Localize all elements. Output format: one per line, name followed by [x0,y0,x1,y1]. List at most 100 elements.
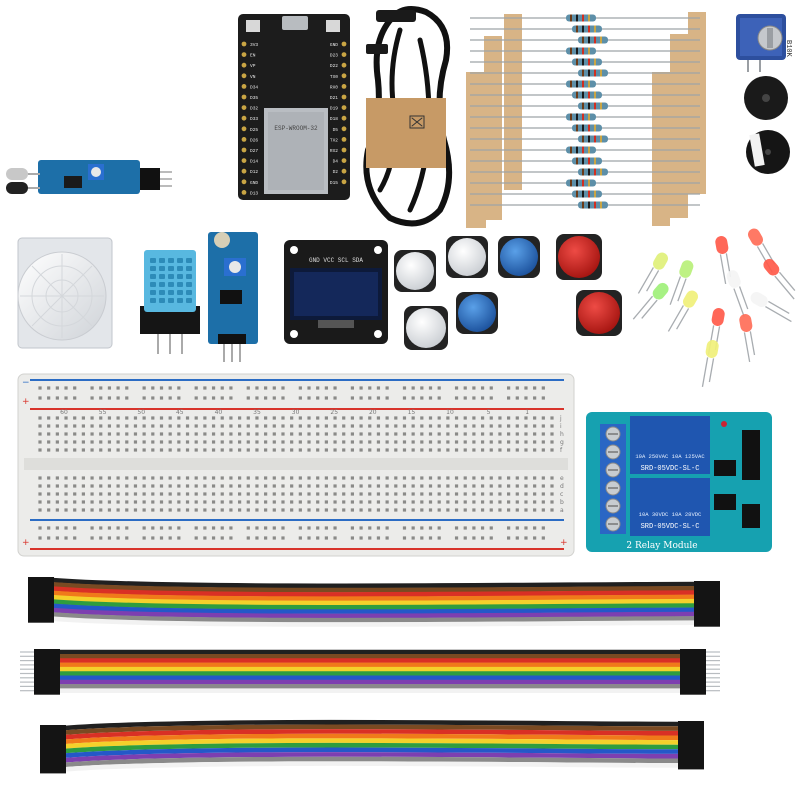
esp32-pin-label: D13 [250,190,258,196]
led [701,340,719,388]
wire-connector [678,762,704,770]
paper-tape-strip [504,14,522,190]
button-cap-red [578,292,620,334]
jumper-wire [51,590,697,601]
column-number: 40 [215,409,223,416]
wire-connector [694,589,720,597]
esp32-pin-label: RX0 [330,84,338,90]
rail-minus-sign: − [22,378,30,388]
wire-connector [678,734,704,742]
esp32-pin-label: D25 [250,127,258,133]
led [637,252,668,294]
led [669,260,694,305]
column-number: 55 [99,409,107,416]
esp32-pin-label: D19 [330,106,338,112]
wire-connector [34,670,60,678]
column-number: 15 [408,409,416,416]
usb-cable-coil [363,6,453,227]
led [750,292,792,323]
button-cap-white [406,308,446,348]
jumper-wires-female-female [28,577,720,627]
wire-connector [28,607,54,615]
esp32-pin-label: D14 [250,159,258,165]
relay-header-pins [742,430,760,480]
rail-plus-sign: + [560,538,568,548]
wire-connector [680,670,706,678]
assorted-leds [632,228,796,388]
wire-connector [680,674,706,682]
breadboard-center-channel [24,458,568,470]
wire-connector [34,679,60,687]
wire-connector [34,661,60,669]
esp32-pin-label: D5 [333,127,339,133]
boot-button [246,20,260,32]
wire-connector [680,687,706,695]
wire-connector [678,730,704,738]
wire-connector [40,729,66,737]
jumper-wire [63,747,681,758]
relay-module-label: 2 Relay Module [626,541,697,551]
wire-connector [28,581,54,589]
column-number: 25 [330,409,338,416]
wire-connector [694,585,720,593]
jumper-wire [63,719,681,731]
esp32-pin-label: RX2 [330,148,338,154]
jumper-wire [63,724,681,735]
jumper-wire [51,586,697,597]
wire-connector [694,602,720,610]
esp32-chip-label: ESP-WROOM-32 [274,125,318,132]
passive-buzzer [744,76,788,120]
esp32-pin-label: D23 [330,53,338,59]
wire-connector [34,653,60,661]
jumper-wire [63,742,681,754]
jumper-wire [51,582,697,593]
relay-2 [630,478,710,536]
wire-connector [680,657,706,665]
wire-connector [34,674,60,682]
active-buzzer [746,130,790,174]
esp32-pin-label: D12 [250,169,258,175]
wire-connector [694,606,720,614]
rail-plus-sign: + [22,538,30,548]
wire-connector [694,611,720,619]
button-cap-white [448,238,486,276]
jumper-wire [51,612,697,623]
esp32-pin-label: D34 [250,84,258,90]
esp32-pin-label: VN [250,74,256,80]
button-cap-blue [458,294,496,332]
wire-connector [34,649,60,656]
micro-usb-plug [366,44,388,54]
wire-connector [694,619,720,627]
jumper-wire [63,761,681,772]
jumper-wire [51,594,697,606]
row-letter: c [560,491,563,498]
screw-terminal-block [600,424,626,534]
esp32-pin-label: D4 [333,159,339,165]
esp32-pin-label: VP [250,63,256,69]
led [632,282,669,320]
wire-connector [40,734,66,742]
wire-connector [28,611,54,619]
jumper-wire [51,603,697,614]
esp32-pin-label: D32 [250,106,258,112]
esp32-pin-label: D35 [250,95,258,101]
wire-connector [40,766,66,774]
column-number: 35 [253,409,261,416]
jumper-wires-male-male [20,649,720,695]
wire-connector [40,761,66,769]
column-number: 30 [292,409,300,416]
ldr-light-sensor [208,232,258,362]
button-cap-white [396,252,434,290]
esp32-pin-label: EN [250,53,256,59]
column-number: 5 [487,409,491,416]
jumper-wire [51,599,697,610]
esp32-pin-label: D15 [330,180,338,186]
row-letter: b [560,499,564,506]
button-cap-blue [500,238,538,276]
column-number: 60 [60,409,68,416]
relay-2-rating: 10A 30VDC 10A 28VDC [639,511,702,518]
wire-connector [694,581,720,588]
